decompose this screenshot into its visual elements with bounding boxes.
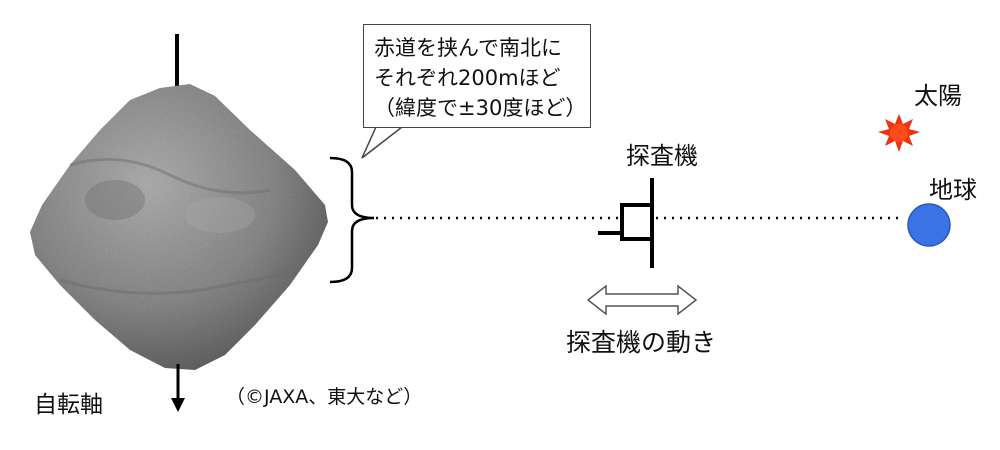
callout-line-3: （緯度で±30度ほど） — [374, 96, 587, 120]
sun-label: 太陽 — [914, 82, 962, 110]
asteroid-image — [30, 84, 328, 370]
rotation-axis-arrowhead — [171, 398, 185, 412]
spacecraft-label: 探査機 — [626, 142, 698, 170]
callout-pointer — [361, 126, 405, 159]
spacecraft-icon — [598, 178, 654, 268]
sun-icon — [878, 114, 920, 152]
earth-label: 地球 — [929, 176, 977, 204]
motion-double-arrow — [586, 284, 698, 316]
latitude-callout: 赤道を挟んで南北に それぞれ200mほど （緯度で±30度ほど） — [363, 24, 591, 128]
callout-line-2: それぞれ200mほど — [374, 66, 561, 90]
callout-line-1: 赤道を挟んで南北に — [374, 36, 562, 60]
earth-icon — [907, 203, 951, 247]
rotation-axis-label: 自転軸 — [34, 392, 103, 418]
latitude-brace — [329, 156, 375, 284]
spacecraft-motion-label: 探査機の動き — [566, 328, 717, 357]
copyright-label: （©JAXA、東大など） — [226, 386, 423, 408]
